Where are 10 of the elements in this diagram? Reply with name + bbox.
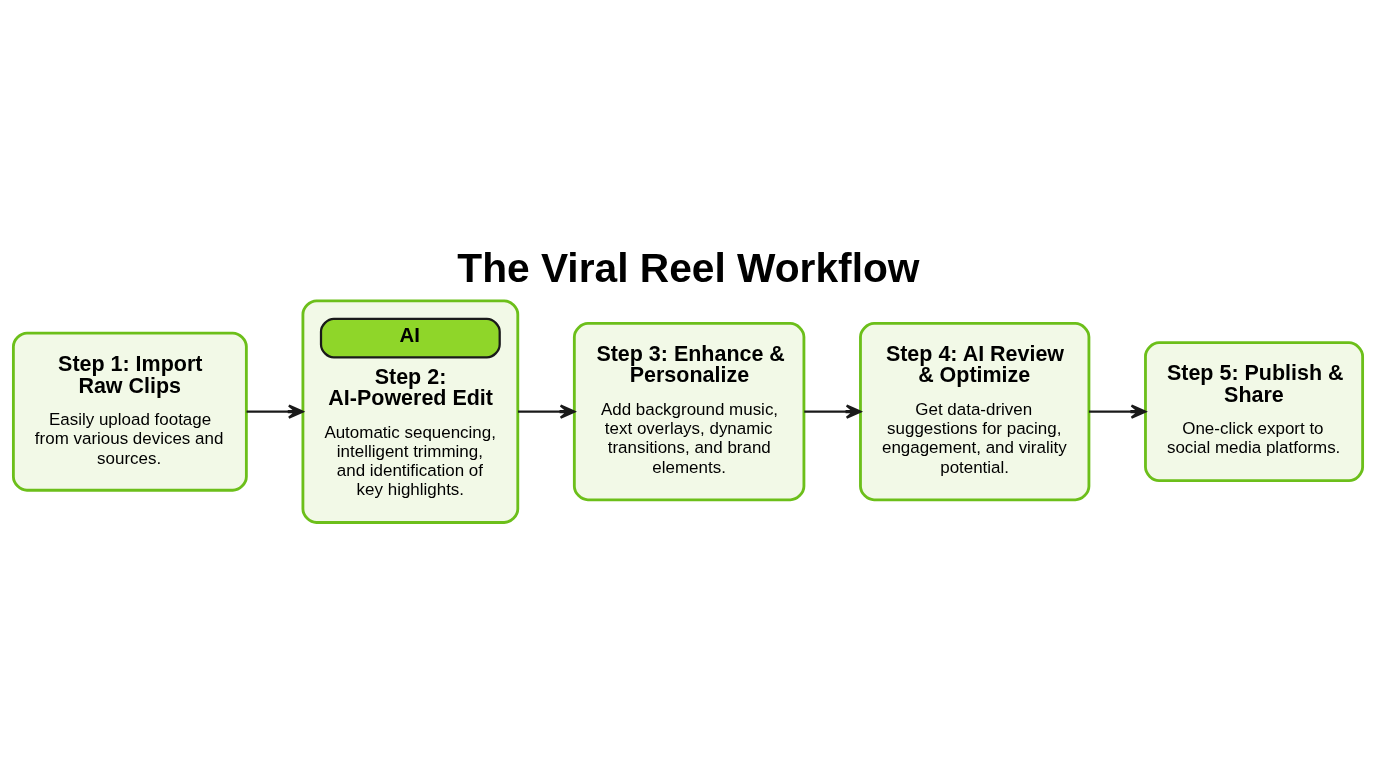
node-box: Step 1: Import Raw Clips Easily upload footage from various devices and sources. [11, 331, 248, 492]
node-box: Step 5: Publish & Share One-click export to social media platforms. [1144, 340, 1365, 482]
arrow [518, 403, 576, 419]
arrow [804, 403, 862, 419]
diagram-title: The Viral Reel Workflow [457, 244, 920, 291]
node-box: AI Step 2: AI-Powered Edit Automatic sequencing, intelligent trimming, and identification of key highlights. [301, 298, 520, 524]
arrow [246, 403, 304, 419]
node-box: Step 4: AI Review & Optimize Get data-driven suggestions for pacing, engagement, and virality potential. [859, 321, 1091, 501]
node-box: Step 3: Enhance & Personalize Add background music, text overlays, dynamic transitions, and brand elements. [572, 321, 806, 501]
arrow [1088, 403, 1147, 419]
